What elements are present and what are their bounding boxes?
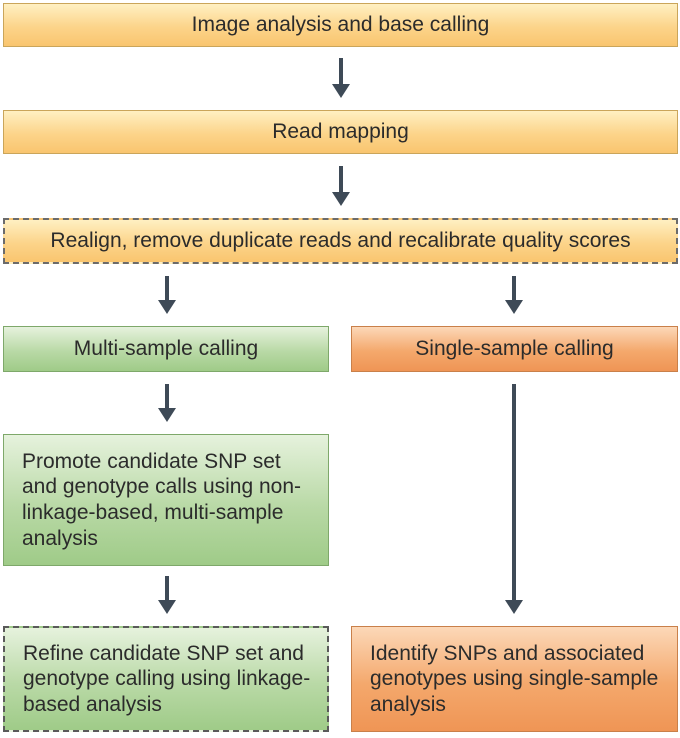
step-single-sample-calling: Single-sample calling — [351, 326, 678, 372]
arrow-down-icon — [503, 276, 525, 314]
step-realign: Realign, remove duplicate reads and reca… — [3, 218, 678, 264]
step-refine-candidates: Refine candidate SNP set and genotype ca… — [3, 626, 329, 732]
step-refine-label: Refine candidate SNP set and genotype ca… — [23, 641, 311, 716]
step-multi-sample-calling: Multi-sample calling — [3, 326, 329, 372]
step-read-mapping-label: Read mapping — [272, 120, 409, 144]
step-multi-sample-label: Multi-sample calling — [73, 337, 259, 361]
arrow-down-icon — [156, 276, 178, 314]
step-identify-label: Identify SNPs and associated genotypes u… — [370, 641, 659, 716]
arrow-down-icon — [330, 58, 352, 98]
step-image-analysis: Image analysis and base calling — [3, 3, 678, 47]
arrow-down-icon — [503, 384, 525, 614]
step-identify-snps: Identify SNPs and associated genotypes u… — [351, 626, 678, 732]
step-single-sample-label: Single-sample calling — [415, 337, 614, 361]
arrow-down-icon — [156, 576, 178, 614]
step-promote-candidates: Promote candidate SNP set and genotype c… — [3, 434, 329, 566]
step-read-mapping: Read mapping — [3, 110, 678, 154]
step-promote-label: Promote candidate SNP set and genotype c… — [22, 449, 302, 550]
step-image-analysis-label: Image analysis and base calling — [191, 13, 490, 37]
step-realign-label: Realign, remove duplicate reads and reca… — [50, 229, 631, 253]
arrow-down-icon — [330, 166, 352, 206]
arrow-down-icon — [156, 384, 178, 422]
